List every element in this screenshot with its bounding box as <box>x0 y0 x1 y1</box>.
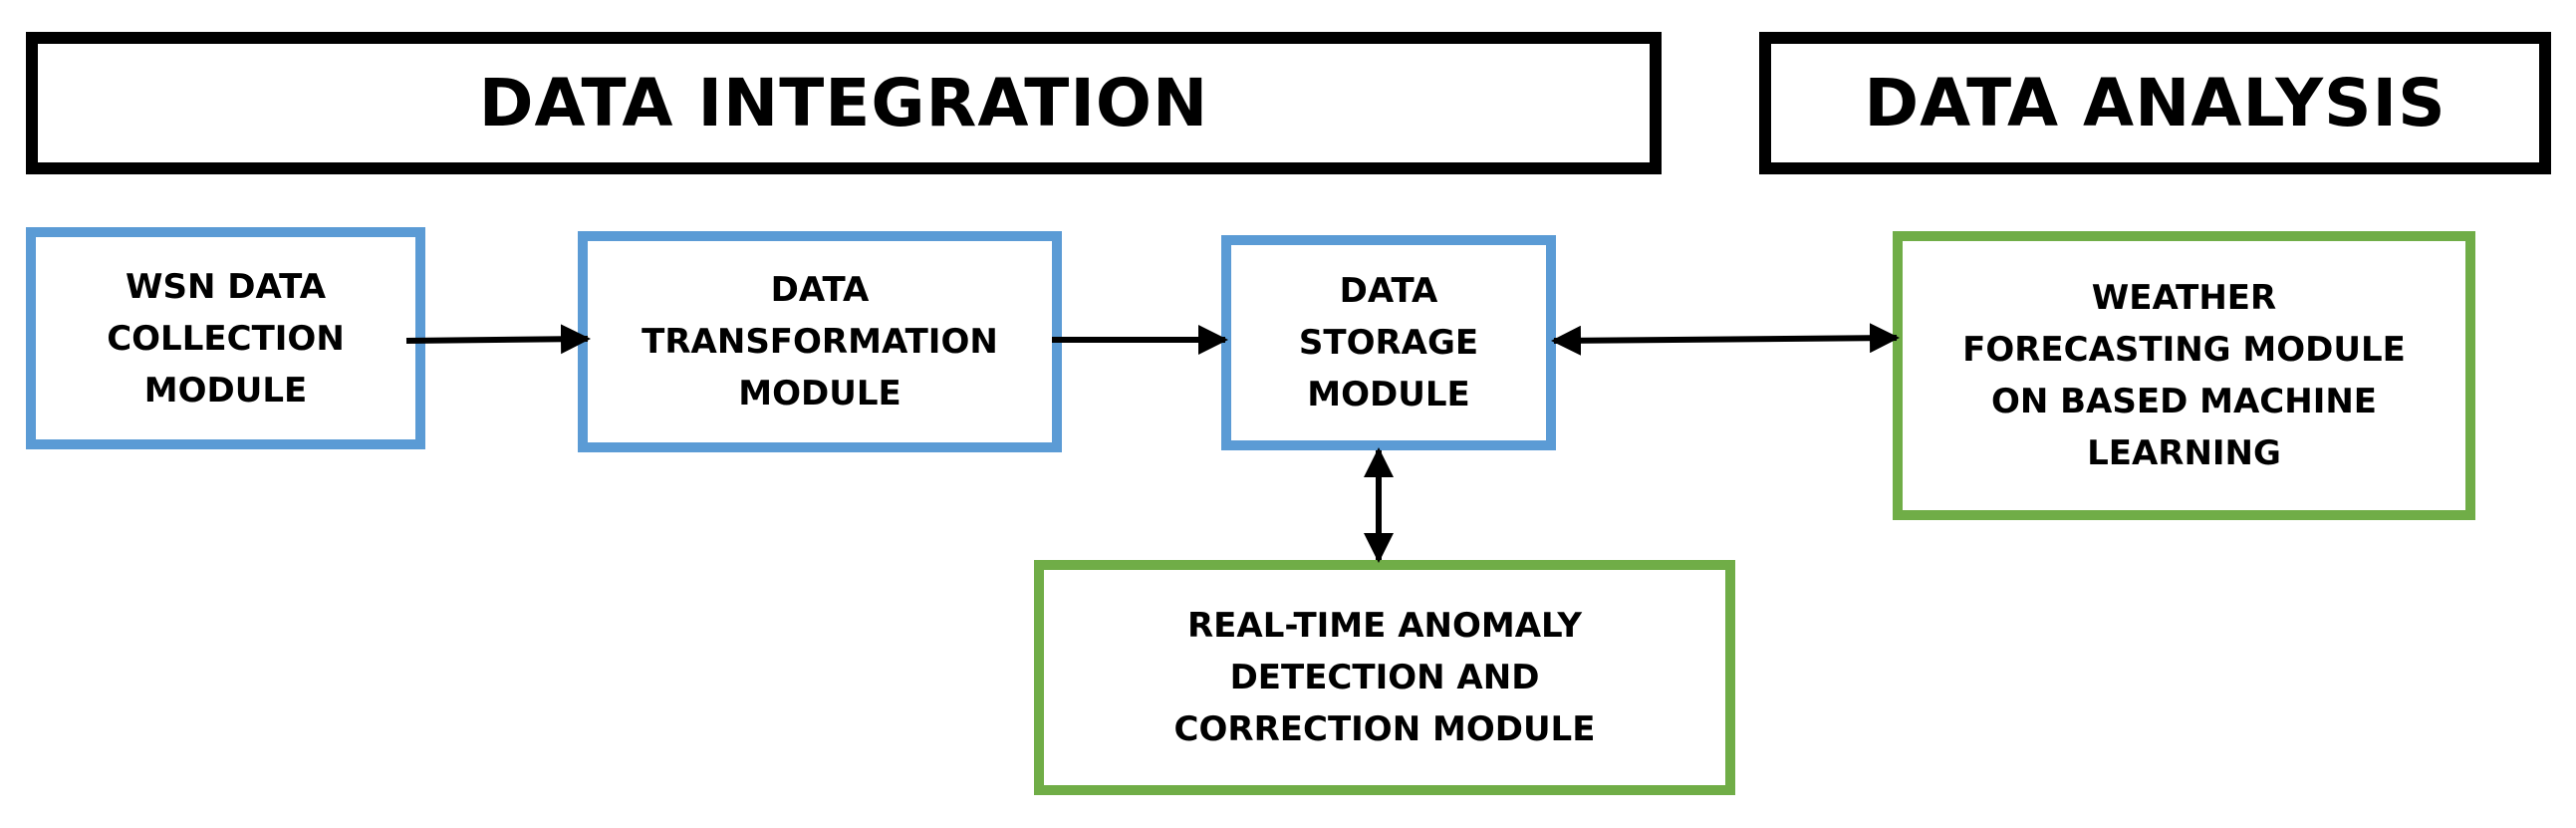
transformation-module-label: DATA TRANSFORMATION MODULE <box>642 270 998 414</box>
wsn-module-label: WSN DATA COLLECTION MODULE <box>107 266 345 411</box>
arrow-wsn-to-transformation <box>405 324 591 355</box>
anomaly-detection-module: REAL-TIME ANOMALY DETECTION AND CORRECTI… <box>1034 560 1735 795</box>
weather-forecasting-module: WEATHER FORECASTING MODULE ON BASED MACH… <box>1893 231 2475 520</box>
data-integration-title: DATA INTEGRATION <box>478 65 1209 141</box>
forecasting-module-label: WEATHER FORECASTING MODULE ON BASED MACH… <box>1962 278 2406 473</box>
storage-module-label: DATA STORAGE MODULE <box>1298 271 1479 414</box>
arrow-storage-forecasting-bidirectional <box>1551 323 1900 356</box>
data-analysis-header: DATA ANALYSIS <box>1759 32 2551 174</box>
data-analysis-title: DATA ANALYSIS <box>1864 65 2447 141</box>
data-transformation-module: DATA TRANSFORMATION MODULE <box>578 231 1062 452</box>
anomaly-module-label: REAL-TIME ANOMALY DETECTION AND CORRECTI… <box>1173 606 1596 749</box>
wsn-data-collection-module: WSN DATA COLLECTION MODULE <box>26 227 425 449</box>
data-storage-module: DATA STORAGE MODULE <box>1221 235 1556 450</box>
data-integration-header: DATA INTEGRATION <box>26 32 1662 174</box>
